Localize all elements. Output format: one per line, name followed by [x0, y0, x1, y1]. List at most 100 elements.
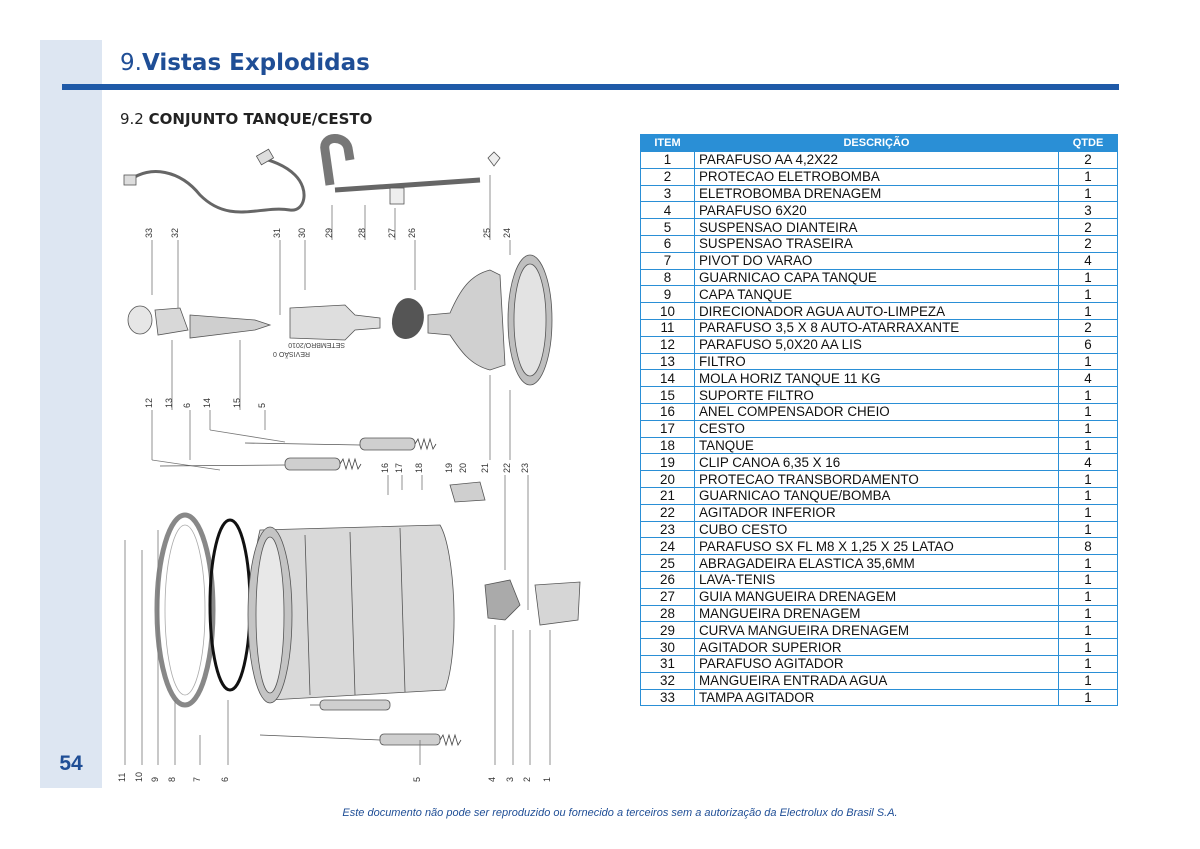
leader-lines-mid — [151, 340, 511, 471]
cell-desc: PARAFUSO AA 4,2X22 — [694, 151, 1059, 169]
spring-4 — [439, 733, 462, 747]
spring-rod-4 — [259, 734, 381, 741]
cell-qty: 8 — [1058, 537, 1118, 556]
cell-desc: TAMPA AGITADOR — [694, 688, 1059, 707]
callout-15: 15 — [232, 398, 242, 408]
cell-desc: PARAFUSO 6X20 — [694, 201, 1059, 220]
cell-item: 26 — [640, 570, 695, 589]
callout-24: 24 — [502, 228, 512, 238]
cell-qty: 2 — [1058, 234, 1118, 253]
filter — [154, 307, 189, 336]
cell-item: 29 — [640, 621, 695, 640]
cell-item: 8 — [640, 268, 695, 287]
cell-item: 9 — [640, 285, 695, 304]
cell-qty: 1 — [1058, 654, 1118, 673]
cell-item: 7 — [640, 251, 695, 270]
hose-clamp — [487, 151, 501, 167]
cell-desc: GUARNICAO TANQUE/BOMBA — [694, 486, 1059, 505]
filter-support — [189, 314, 272, 339]
header-qty: QTDE — [1058, 134, 1118, 152]
title-rule — [62, 84, 1119, 90]
callout-1: 1 — [542, 777, 552, 782]
cell-item: 18 — [640, 436, 695, 455]
cell-desc: CURVA MANGUEIRA DRENAGEM — [694, 621, 1059, 640]
cell-desc: PARAFUSO 5,0X20 AA LIS — [694, 335, 1059, 354]
spring-rod-2 — [159, 464, 286, 467]
cell-desc: FILTRO — [694, 352, 1059, 371]
cell-desc: CAPA TANQUE — [694, 285, 1059, 304]
exploded-view-diagram: REVISÃO 0 SETEMBRO/2010 33 32 31 30 29 2… — [117, 134, 581, 782]
upper-agitator — [289, 304, 381, 341]
callout-3: 3 — [505, 777, 515, 782]
drain-guide — [389, 187, 405, 205]
cell-item: 33 — [640, 688, 695, 707]
cell-desc: ELETROBOMBA DRENAGEM — [694, 184, 1059, 203]
cell-qty: 2 — [1058, 218, 1118, 236]
cell-qty: 1 — [1058, 638, 1118, 656]
cell-item: 30 — [640, 638, 695, 656]
callout-22: 22 — [502, 463, 512, 473]
cell-desc: MOLA HORIZ TANQUE 11 KG — [694, 369, 1059, 388]
cell-item: 19 — [640, 453, 695, 472]
callout-29: 29 — [324, 228, 334, 238]
cell-qty: 1 — [1058, 570, 1118, 589]
cell-qty: 4 — [1058, 453, 1118, 472]
page-number: 54 — [59, 752, 83, 775]
suspension-body-4 — [379, 733, 441, 746]
cell-item: 31 — [640, 654, 695, 673]
cell-desc: LAVA-TENIS — [694, 570, 1059, 589]
cell-qty: 1 — [1058, 520, 1118, 539]
leader-lines-bottom — [124, 530, 551, 765]
callout-30: 30 — [297, 228, 307, 238]
tank-cover-gasket — [154, 512, 216, 708]
callout-5-mid: 5 — [257, 403, 267, 408]
callout-5: 5 — [412, 777, 422, 782]
callout-9: 9 — [150, 777, 160, 782]
spring-rod-1 — [244, 442, 361, 446]
cell-desc: CLIP CANOA 6,35 X 16 — [694, 453, 1059, 472]
cell-qty: 4 — [1058, 369, 1118, 388]
callout-12: 12 — [144, 398, 154, 408]
header-item: ITEM — [640, 134, 695, 152]
cell-item: 12 — [640, 335, 695, 354]
cell-qty: 1 — [1058, 302, 1118, 320]
callout-18: 18 — [414, 463, 424, 473]
cell-item: 22 — [640, 503, 695, 522]
cell-desc: PIVOT DO VARAO — [694, 251, 1059, 270]
cell-desc: MANGUEIRA ENTRADA AGUA — [694, 671, 1059, 690]
cell-item: 28 — [640, 604, 695, 623]
cell-item: 15 — [640, 386, 695, 404]
callout-10: 10 — [134, 772, 144, 782]
callout-33: 33 — [144, 228, 154, 238]
suspension-body-1 — [359, 437, 416, 451]
cell-desc: PARAFUSO AGITADOR — [694, 654, 1059, 673]
cell-qty: 6 — [1058, 335, 1118, 354]
cell-qty: 2 — [1058, 151, 1118, 169]
cell-qty: 1 — [1058, 184, 1118, 203]
header-description: DESCRIÇÃO — [694, 134, 1059, 152]
callout-26: 26 — [407, 228, 417, 238]
cell-desc: AGITADOR INFERIOR — [694, 503, 1059, 522]
parts-table-header: ITEM DESCRIÇÃO QTDE — [640, 134, 1118, 152]
cell-item: 25 — [640, 554, 695, 572]
cell-item: 2 — [640, 167, 695, 186]
cell-item: 32 — [640, 671, 695, 690]
callout-4: 4 — [487, 777, 497, 782]
subsection-title-text: CONJUNTO TANQUE/CESTO — [148, 110, 373, 128]
